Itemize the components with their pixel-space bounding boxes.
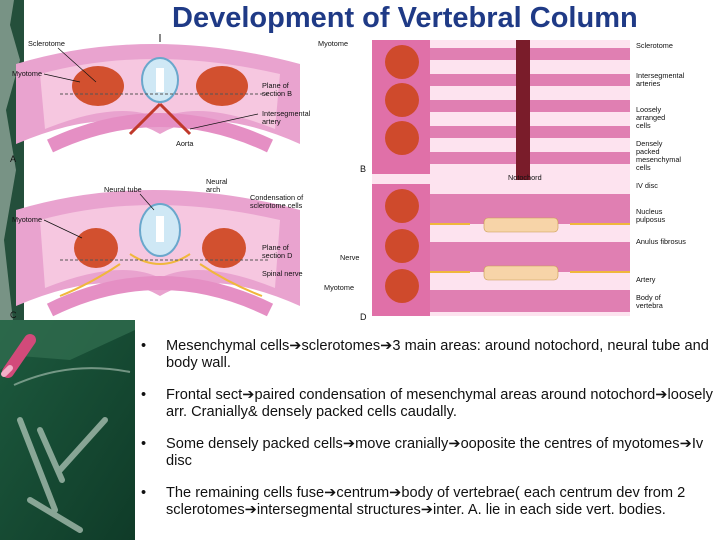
bullet-marker: • bbox=[141, 436, 147, 452]
label-spinal-nerve: Spinal nerve bbox=[262, 269, 303, 278]
bullet-text: The remaining cells fuse➔centrum➔body of… bbox=[166, 485, 686, 518]
bullet-marker: • bbox=[141, 485, 147, 501]
label-iv-disc: IV disc bbox=[636, 181, 658, 190]
bullet-list: • Mesenchymal cells➔sclerotomes➔3 main a… bbox=[141, 338, 716, 534]
label-sclerotome-a: Sclerotome bbox=[28, 39, 65, 48]
bullet-item: • The remaining cells fuse➔centrum➔body … bbox=[141, 485, 716, 519]
label-anulus: Anulus fibrosus bbox=[636, 237, 686, 246]
panel-letter-c: C bbox=[10, 310, 17, 320]
bullet-text: Frontal sect➔paired condensation of mese… bbox=[166, 387, 713, 420]
label-myotome-c: Myotome bbox=[12, 215, 42, 224]
bullet-item: • Mesenchymal cells➔sclerotomes➔3 main a… bbox=[141, 338, 716, 372]
panel-letter-d: D bbox=[360, 312, 367, 322]
label-neural-tube: Neural tube bbox=[104, 185, 142, 194]
label-artery-right: Artery bbox=[636, 275, 656, 284]
bullet-marker: • bbox=[141, 338, 147, 354]
label-notochord: Notochord bbox=[508, 173, 542, 182]
slide-title: Development of Vertebral Column bbox=[172, 2, 638, 34]
bullet-marker: • bbox=[141, 387, 147, 403]
bullet-item: • Frontal sect➔paired condensation of me… bbox=[141, 387, 716, 421]
label-nerve: Nerve bbox=[340, 253, 359, 262]
panel-letter-b: B bbox=[360, 164, 366, 174]
label-myotome-top: Myotome bbox=[318, 39, 348, 48]
bullet-item: • Some densely packed cells➔move cranial… bbox=[141, 436, 716, 470]
bullet-text: Mesenchymal cells➔sclerotomes➔3 main are… bbox=[166, 338, 709, 371]
bullet-text: Some densely packed cells➔move cranially… bbox=[166, 436, 704, 469]
label-myotome-a: Myotome bbox=[12, 69, 42, 78]
label-myotome-bottom: Myotome bbox=[324, 283, 354, 292]
label-sclerotome-right: Sclerotome bbox=[636, 41, 673, 50]
chalkboard-decoration bbox=[0, 0, 135, 540]
label-aorta: Aorta bbox=[176, 139, 194, 148]
panel-letter-a: A bbox=[10, 154, 16, 164]
